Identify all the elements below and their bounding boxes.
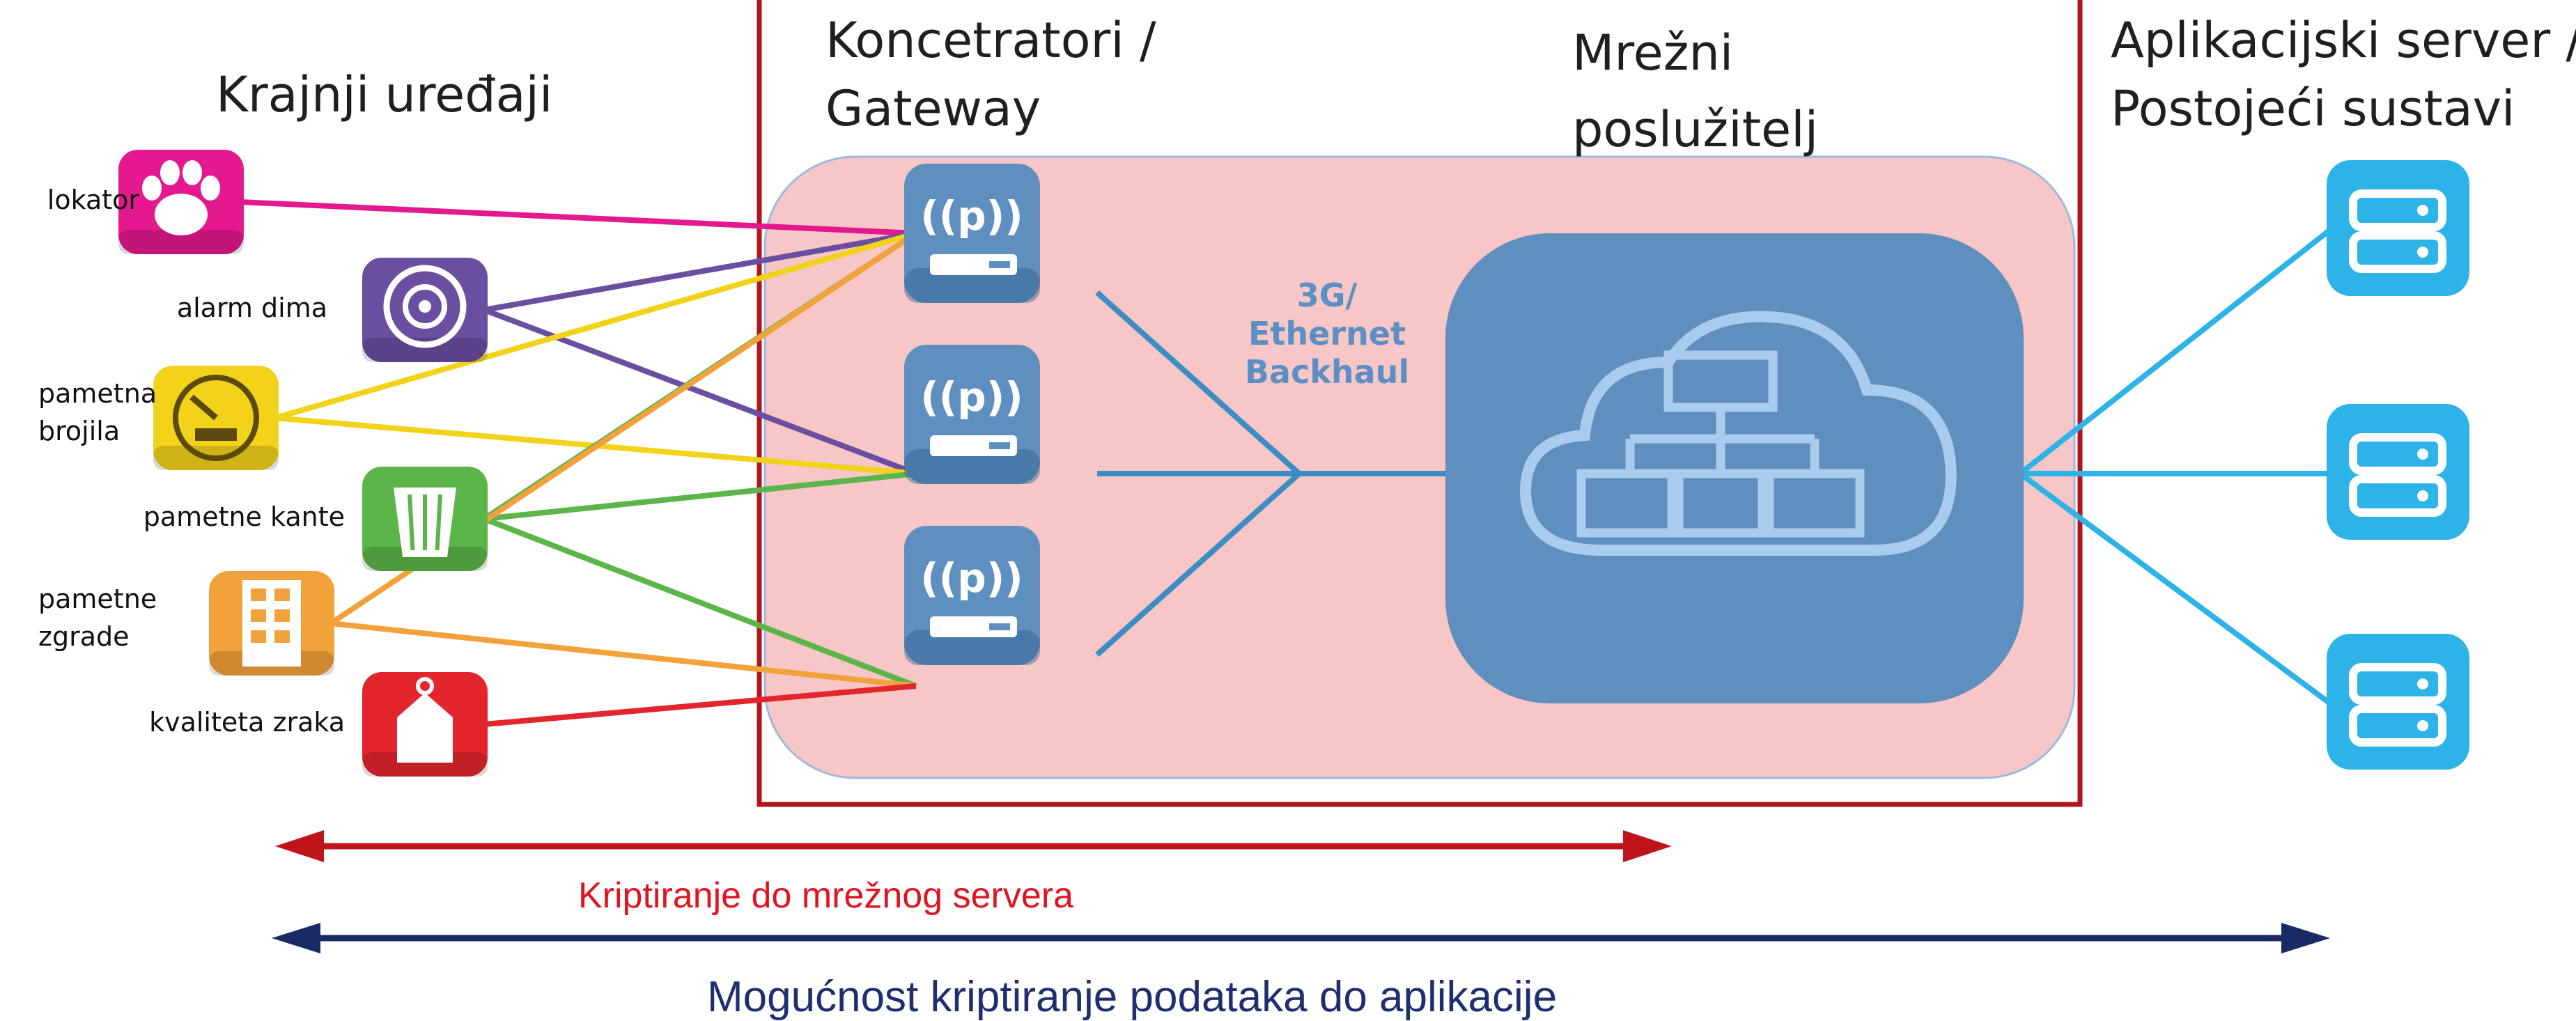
device-link-line [330, 621, 917, 689]
gateway-symbol: ((p)) [920, 192, 1023, 240]
network-encryption-caption: Kriptiranje do mrežnog servera [578, 875, 1073, 916]
device-label: lokator [47, 185, 140, 215]
gateway-header-line1: Koncetratori / [825, 12, 1156, 69]
paw-icon [118, 150, 244, 254]
device-5: pametne zgrade [38, 571, 334, 676]
gateway-symbol: ((p)) [920, 554, 1023, 602]
gateway-header-line2: Gateway [825, 80, 1041, 137]
server-icon [2327, 160, 2469, 296]
server-icon [2327, 404, 2469, 540]
device-link-line [240, 199, 917, 236]
device-link-line [274, 231, 917, 421]
server-icon [2327, 634, 2469, 770]
app-header-line1: Aplikacijski server / [2111, 12, 2576, 69]
device-label: pametne kante [143, 501, 345, 532]
device-label: alarm dima [177, 293, 327, 323]
backhaul-lines [1095, 290, 1445, 657]
device-label: pametne [38, 584, 157, 614]
device-4: pametne kante [143, 467, 488, 571]
device-label: kvaliteta zraka [149, 707, 345, 738]
backhaul-label-line3: Backhaul [1245, 353, 1409, 391]
smoke-alarm-icon [362, 258, 488, 362]
app-header-line2: Postojeći sustavi [2111, 80, 2515, 137]
gateways: ((p)) ((p)) ((p)) [904, 164, 1040, 665]
device-connection-lines [240, 199, 918, 727]
device-2: alarm dima [177, 258, 488, 362]
device-1: lokator [47, 150, 244, 254]
device-3: pametna brojila [38, 366, 279, 470]
encryption-network-arrow [275, 830, 1672, 862]
backhaul-label: 3G/ Ethernet Backhaul [1245, 276, 1409, 391]
device-label: zgrade [38, 621, 129, 652]
application-encryption-caption: Mogućnost kriptiranje podataka do aplika… [707, 973, 1557, 1021]
server-lines [2018, 227, 2332, 706]
backhaul-label-line1: 3G/ [1297, 276, 1358, 314]
gateway-icon: ((p)) [904, 526, 1040, 665]
network-header-line1: Mrežni [1572, 24, 1733, 81]
device-link-line [483, 683, 917, 727]
end-devices: lokator alarm dima pametna brojila pametne k… [38, 150, 488, 777]
gateway-icon: ((p)) [904, 164, 1040, 303]
device-link-line [483, 471, 917, 522]
building-icon [209, 571, 334, 676]
end-devices-header: Krajnji uređaji [216, 66, 552, 123]
meter-icon [153, 366, 279, 470]
air-quality-icon [362, 672, 488, 777]
trash-bin-icon [362, 467, 488, 571]
device-link-line [483, 231, 917, 313]
device-6: kvaliteta zraka [149, 672, 488, 777]
highlight-border [756, 0, 2083, 807]
gateway-symbol: ((p)) [920, 373, 1023, 421]
network-header-line2: poslužitelj [1572, 101, 1818, 158]
device-label: pametna [38, 378, 157, 409]
encryption-application-arrow [272, 923, 2330, 953]
device-link-line [483, 516, 917, 689]
app-servers [2327, 160, 2469, 770]
device-label: brojila [38, 416, 120, 446]
backhaul-label-line2: Ethernet [1248, 315, 1406, 352]
gateway-icon: ((p)) [904, 345, 1040, 484]
cloud-network-icon [1445, 233, 2024, 703]
